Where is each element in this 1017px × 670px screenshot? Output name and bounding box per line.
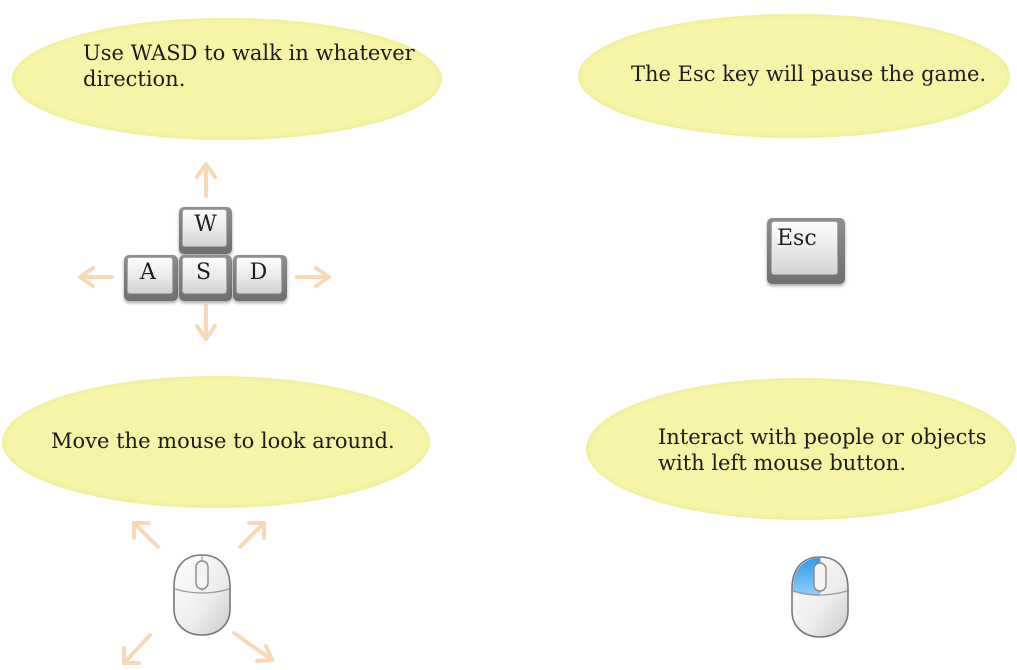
key-a: A <box>124 255 178 301</box>
hint-text-move: Use WASD to walk in whatever direction. <box>83 41 415 91</box>
key-esc-label: Esc <box>777 226 817 251</box>
key-a-label: A <box>140 260 156 285</box>
hint-bubble-look <box>2 376 430 508</box>
hint-bubble-pause <box>578 14 1010 138</box>
key-s-label: S <box>195 260 212 285</box>
hint-text-pause: The Esc key will pause the game. <box>631 62 987 86</box>
key-d: D <box>233 255 287 301</box>
key-d-label: D <box>249 260 268 285</box>
arrow-down-right-icon <box>232 631 274 663</box>
arrow-left-icon <box>78 266 114 288</box>
mouse-left-click-icon <box>791 556 849 638</box>
arrow-down-left-icon <box>122 633 152 665</box>
key-w-label: W <box>194 212 217 237</box>
mouse-icon <box>173 554 231 636</box>
arrow-up-right-icon <box>238 521 266 549</box>
arrow-up-icon <box>195 162 217 198</box>
arrow-up-left-icon <box>132 521 160 549</box>
key-s: S <box>179 255 232 301</box>
left-button-highlight <box>793 558 820 596</box>
hint-bubble-interact <box>586 378 1016 520</box>
key-esc: Esc <box>767 218 845 284</box>
hint-bubble-move <box>12 18 442 140</box>
arrow-right-icon <box>295 266 331 288</box>
key-w: W <box>179 207 232 254</box>
hint-text-look: Move the mouse to look around. <box>51 429 395 453</box>
hint-text-interact: Interact with people or objects with lef… <box>658 425 987 475</box>
arrow-down-icon <box>195 304 217 341</box>
